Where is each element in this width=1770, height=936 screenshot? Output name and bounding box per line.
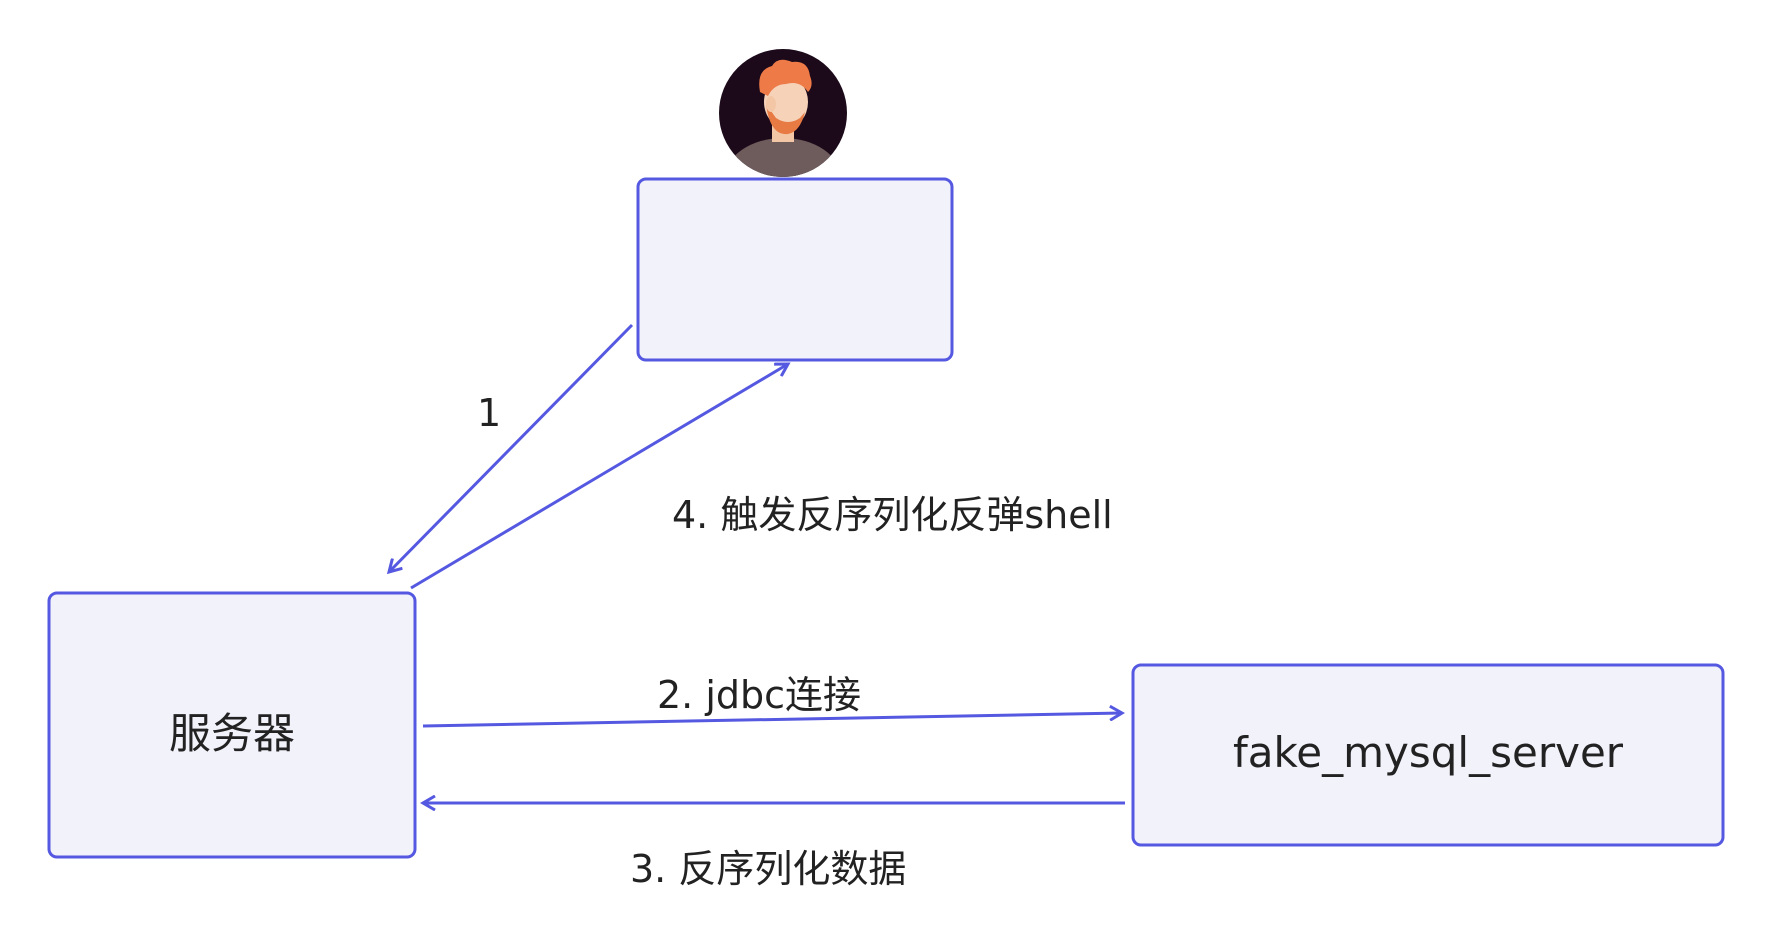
- server-box[interactable]: [47, 591, 417, 859]
- server-label: 服务器: [168, 709, 295, 758]
- fake-mysql-server-label: fake_mysql_server: [1232, 728, 1624, 777]
- edge-3-label: 3. 反序列化数据: [630, 847, 907, 891]
- fake-mysql-server-box[interactable]: [1131, 663, 1725, 847]
- edge-1-label: 1: [477, 391, 502, 435]
- edge-2-label: 2. jdbc连接: [657, 673, 862, 717]
- edge-1-line: [389, 323, 634, 572]
- edge-4-line: [410, 364, 788, 590]
- person-avatar-icon: [719, 49, 847, 177]
- attacker-box[interactable]: [636, 177, 954, 362]
- edge-4-label: 4. 触发反序列化反弹shell: [672, 493, 1113, 537]
- edge-2-line: [422, 713, 1122, 728]
